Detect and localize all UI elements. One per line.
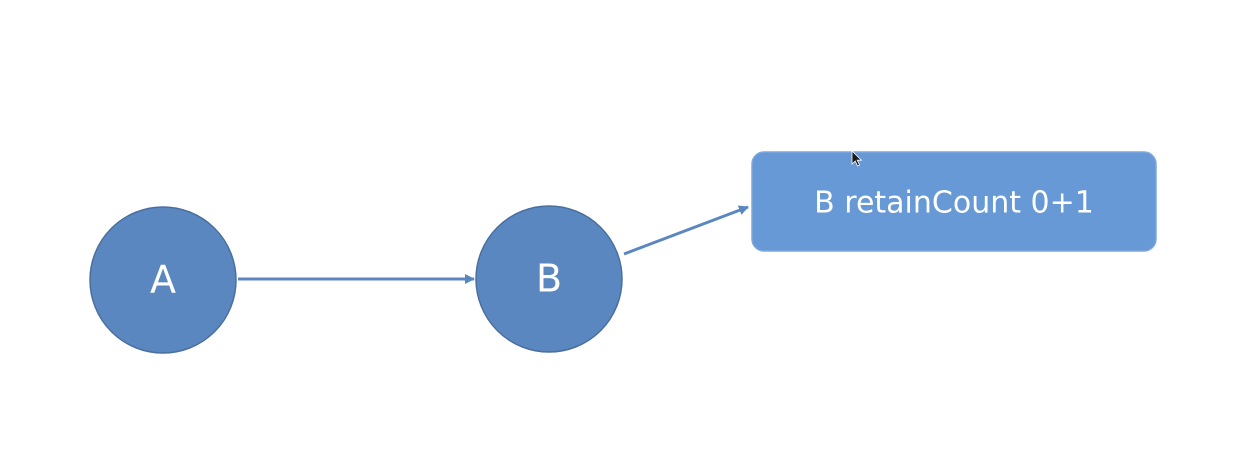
retain-count-box: B retainCount 0+1 bbox=[751, 151, 1157, 252]
mouse-pointer-icon bbox=[851, 150, 863, 167]
node-b: B bbox=[475, 205, 623, 353]
edge-b-to-box bbox=[623, 205, 749, 256]
node-a-label: A bbox=[150, 258, 176, 302]
retain-count-box-rect bbox=[751, 151, 1157, 252]
retain-count-box-label: B retainCount 0+1 bbox=[814, 186, 1094, 221]
node-a-circle bbox=[89, 206, 237, 354]
node-a: A bbox=[89, 206, 237, 354]
node-b-label: B bbox=[536, 257, 562, 301]
node-b-circle bbox=[475, 205, 623, 353]
